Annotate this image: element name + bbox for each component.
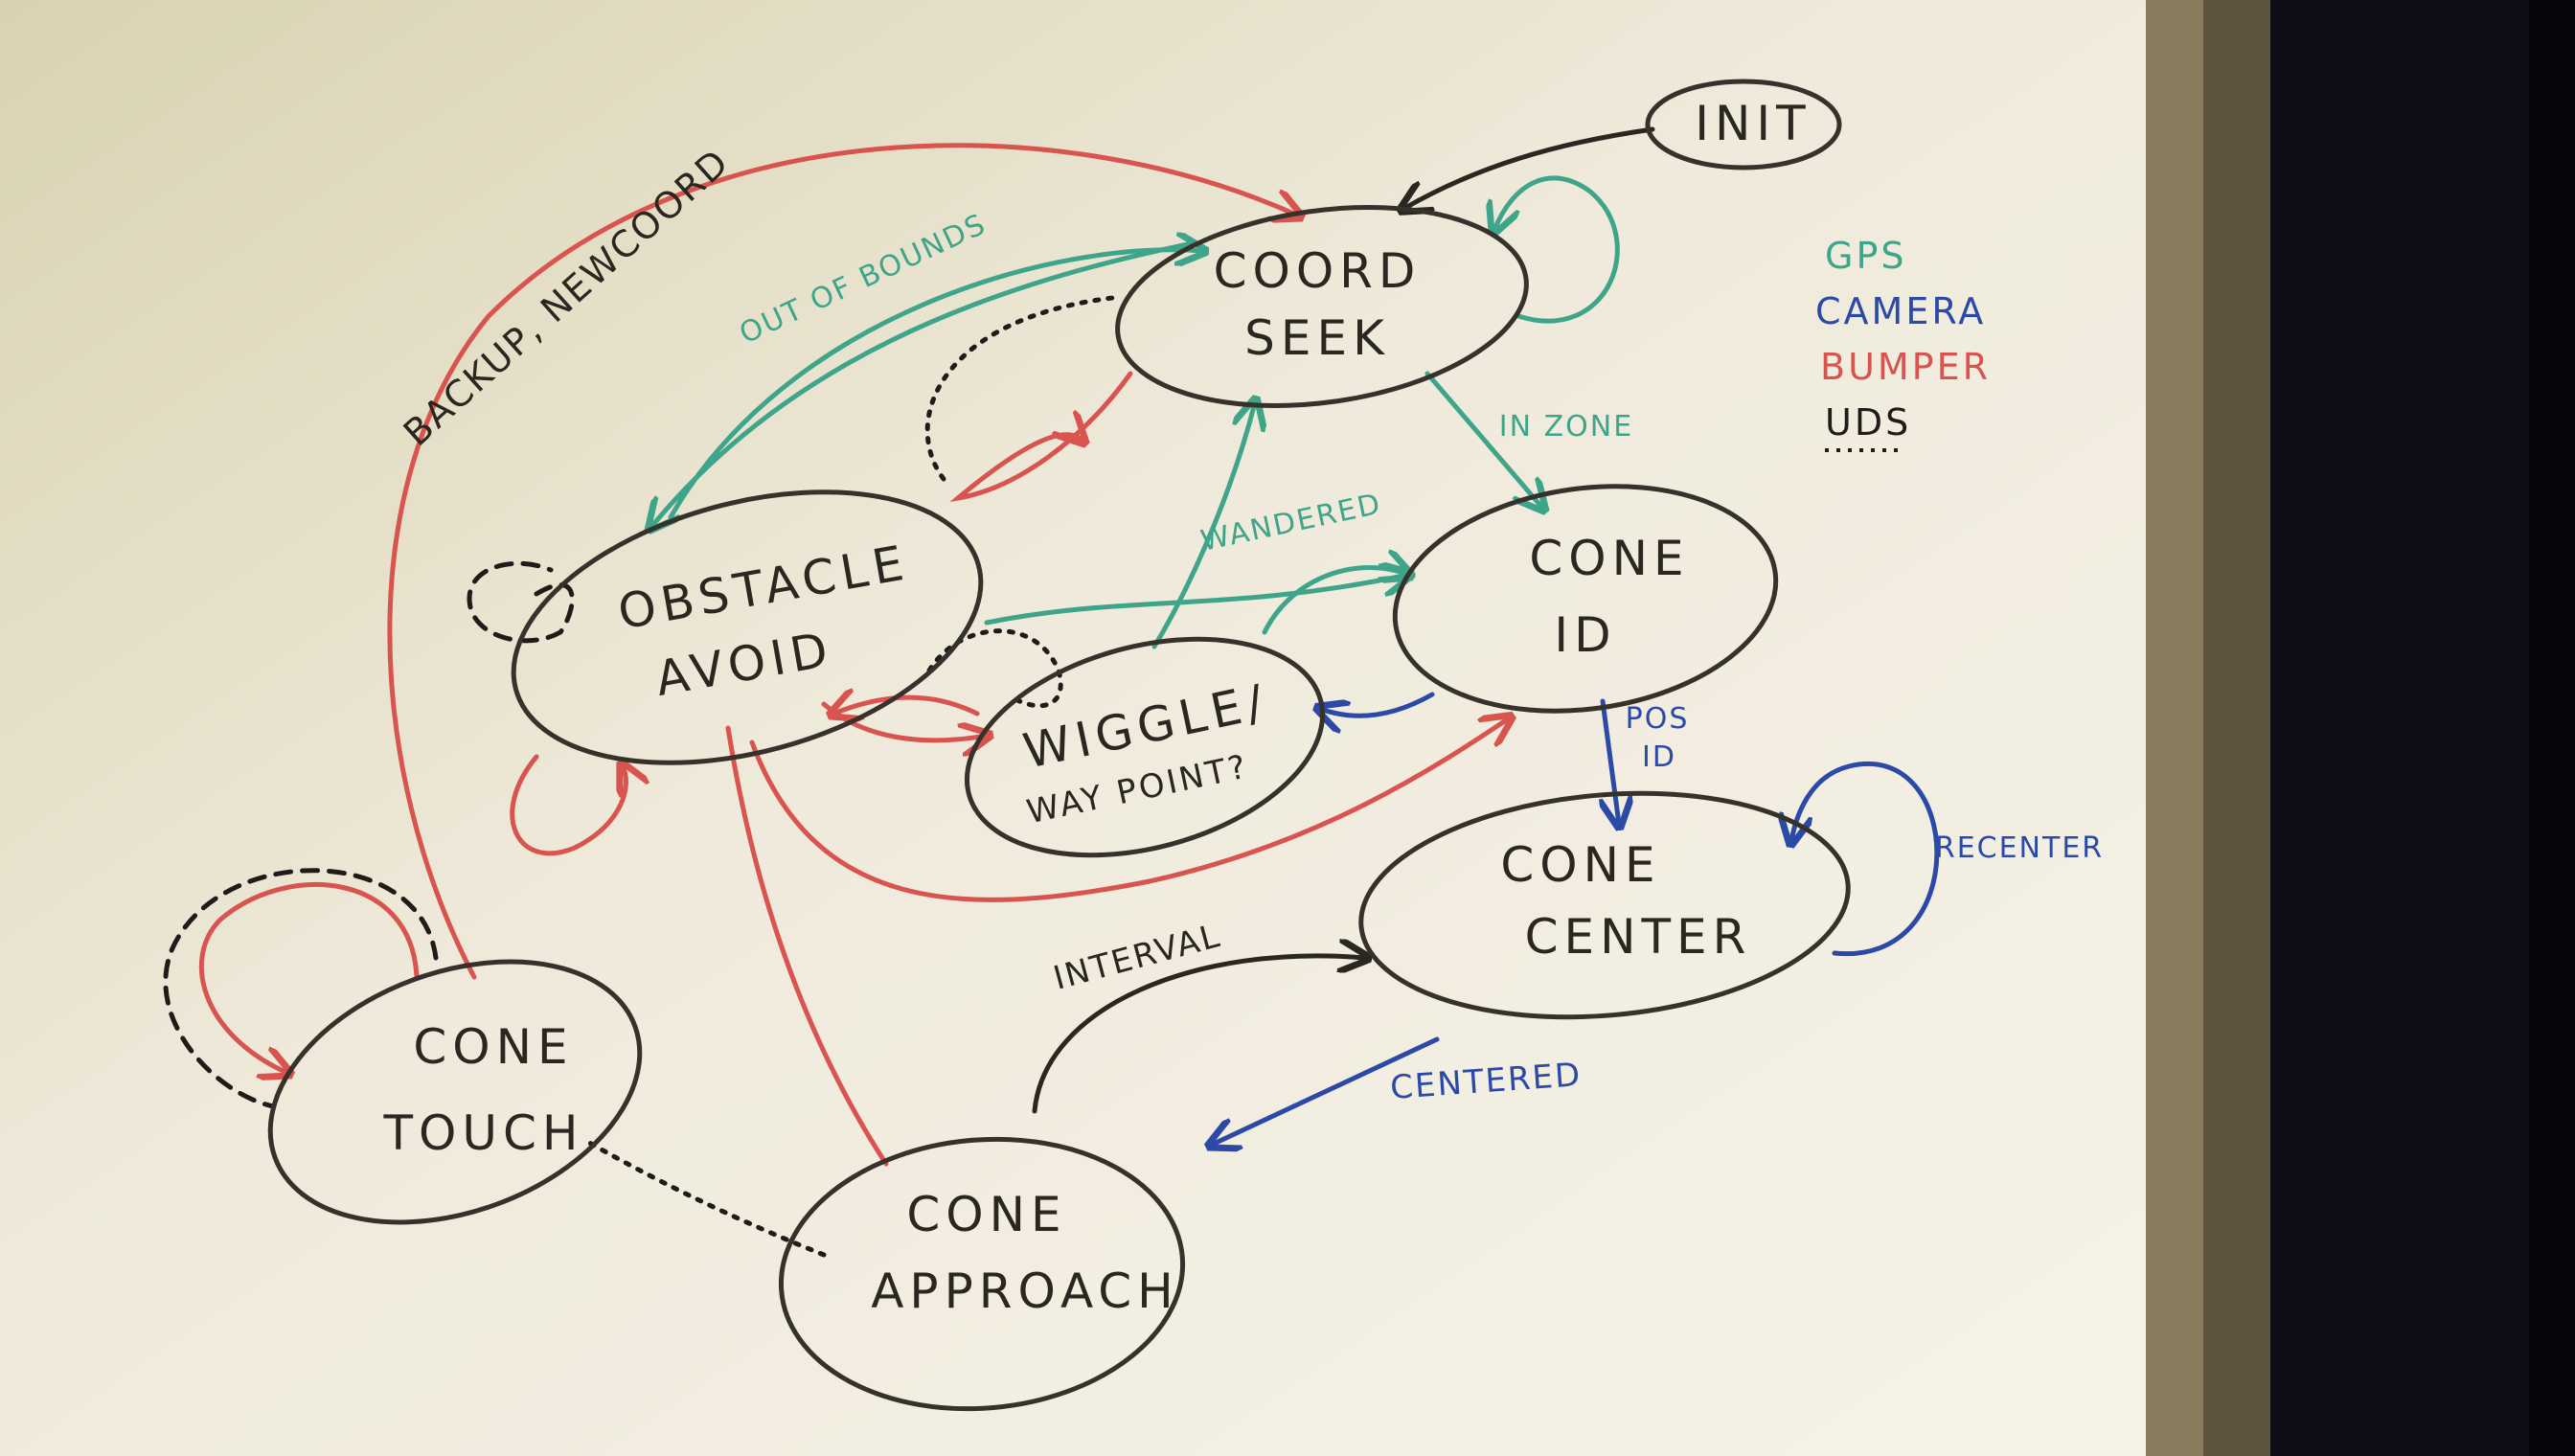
legend-bumper: BUMPER: [1820, 346, 1991, 388]
edge-obstacle-to-coord-seek-uds: [924, 294, 1124, 482]
node-cone-id-line2: ID: [1554, 607, 1616, 663]
edge-coord-seek-self-loop: [1494, 175, 1620, 324]
edge-centered: [1212, 1036, 1440, 1145]
edge-init-to-coord-seek: [1403, 126, 1655, 209]
node-cone-approach-line1: CONE: [906, 1187, 1066, 1242]
edge-cone-touch-self-loop-uds: [163, 868, 439, 1109]
edge-out-of-bounds: [651, 241, 1191, 527]
node-init-label: INIT: [1695, 96, 1811, 151]
node-cone-id-line1: CONE: [1529, 531, 1689, 586]
wall-edge: [2529, 0, 2575, 1456]
background-wall: [2270, 0, 2575, 1456]
edge-obstacle-to-cone-id-bumper: [749, 718, 1509, 902]
edge-obstacle-self-loop-uds: [467, 560, 575, 644]
node-coord-seek: COORD SEEK: [1115, 205, 1529, 408]
node-cone-touch-line2: TOUCH: [382, 1105, 583, 1161]
label-recenter: RECENTER: [1935, 831, 2104, 865]
label-in-zone: IN ZONE: [1499, 410, 1633, 444]
edge-obstacle-to-cone-id: [984, 575, 1408, 626]
node-cone-touch-line1: CONE: [413, 1019, 573, 1075]
node-cone-id: CONE ID: [1392, 484, 1779, 714]
node-coord-seek-line1: COORD: [1214, 243, 1422, 299]
legend-camera: CAMERA: [1815, 290, 1986, 332]
node-cone-touch: CONE TOUCH: [267, 959, 643, 1225]
legend-gps: GPS: [1825, 235, 1906, 277]
node-coord-seek-line2: SEEK: [1244, 310, 1390, 366]
edge-obstacle-to-coord-seek: [668, 250, 1202, 520]
label-pos-id-line1: POS: [1626, 702, 1690, 736]
edge-obstacle-self-loop: [510, 757, 627, 856]
legend-uds: UDS: [1825, 401, 1911, 444]
node-cone-approach-line2: APPROACH: [871, 1263, 1179, 1319]
edge-pos-id: [1603, 698, 1619, 824]
node-cone-approach: CONE APPROACH: [778, 1136, 1186, 1412]
edge-recenter-self-loop: [1791, 762, 1940, 957]
edge-in-zone: [1424, 371, 1542, 508]
node-init: INIT: [1645, 79, 1842, 171]
legend: GPS CAMERA BUMPER UDS: [1815, 235, 1991, 452]
edge-interval: [1032, 956, 1365, 1114]
edge-obstacle-to-coord-seek-bumper: [949, 371, 1133, 502]
board-frame-shadow: [2203, 0, 2270, 1456]
node-cone-center-line1: CONE: [1500, 837, 1660, 893]
edge-wandered: [1151, 402, 1255, 649]
edge-cone-id-to-wiggle: [1320, 692, 1435, 716]
edge-backup-newcoord: [387, 143, 1298, 980]
edge-cone-approach-to-cone-touch-uds: [581, 1137, 827, 1258]
edge-cone-touch-self-loop: [198, 882, 420, 1073]
edge-wiggle-to-cone-id: [1262, 568, 1408, 635]
whiteboard: [0, 0, 2146, 1456]
edge-wiggle-to-obstacle-bumper: [833, 697, 980, 714]
edge-approach-to-obstacle: [725, 725, 889, 1167]
label-pos-id-line2: ID: [1642, 740, 1676, 774]
node-cone-center: CONE CENTER: [1358, 790, 1851, 1020]
node-cone-center-line2: CENTER: [1525, 909, 1752, 965]
